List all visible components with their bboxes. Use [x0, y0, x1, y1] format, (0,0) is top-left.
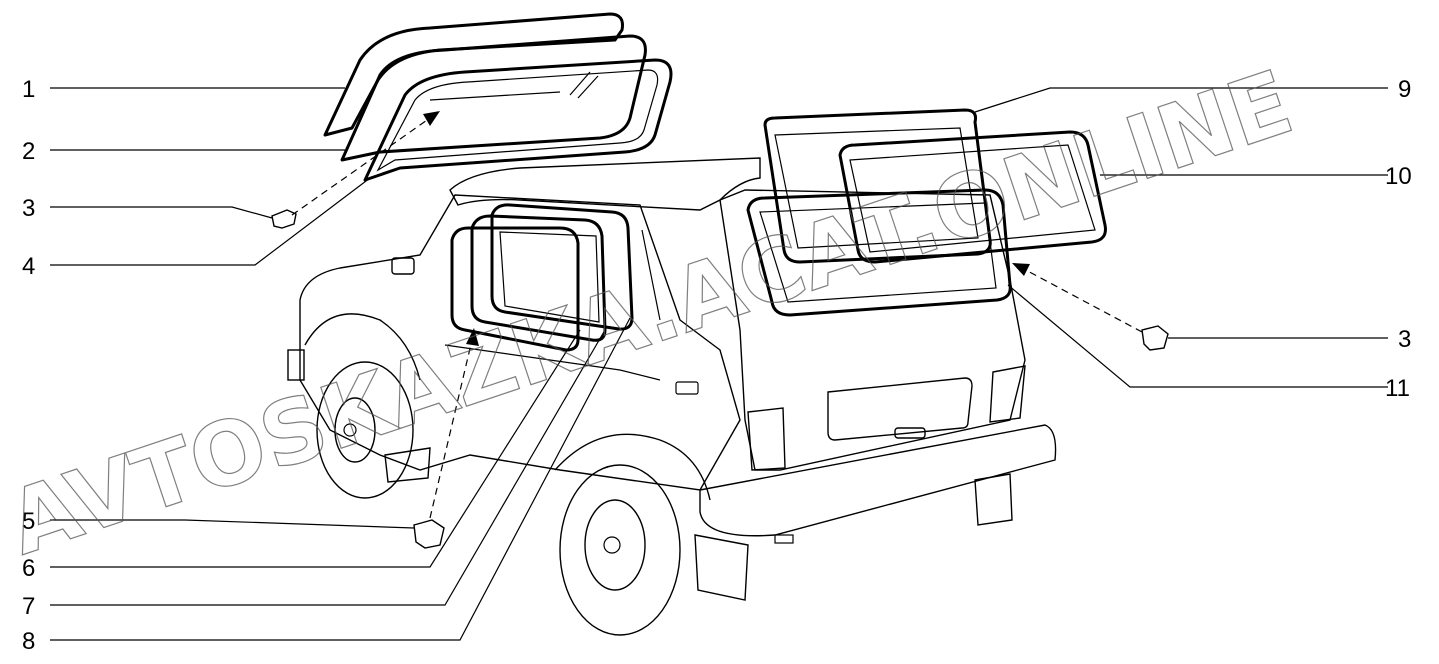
clip-3-left	[271, 209, 297, 229]
tail-light-right	[989, 365, 1026, 423]
rear-window-seal-10	[838, 130, 1107, 264]
license-plate	[827, 377, 973, 441]
rear-window-seal-10-inner	[849, 144, 1096, 253]
glass-2	[340, 34, 647, 162]
glass-highlight-2	[569, 71, 591, 96]
rear-window-seal-11-inner	[759, 202, 997, 303]
rear-window-exploded-group	[323, 12, 673, 182]
arrow-clip3-left	[291, 117, 431, 216]
arrow-clip3-right	[1021, 267, 1143, 333]
arrowhead-clip3-right	[1012, 263, 1030, 276]
tow-hook	[774, 534, 794, 544]
glass-highlight-3	[577, 75, 599, 99]
leader-4	[50, 177, 371, 266]
rear-wheel	[559, 464, 681, 636]
callout-3-left: 3	[22, 195, 35, 222]
arrow-clip5	[429, 339, 473, 519]
leader-7	[50, 329, 606, 606]
arrowhead-clip5	[466, 328, 479, 346]
side-body-outline	[299, 194, 741, 491]
side-window-seal-8	[490, 203, 634, 331]
callout-8: 8	[22, 628, 35, 655]
glass-highlight-1	[429, 91, 561, 101]
callout-labels: 1 2 3 4 5 6 7 8 9 10 3 11	[22, 76, 1412, 655]
leader-8	[50, 317, 631, 641]
rear-wheel-arch	[554, 433, 711, 501]
front-bumper	[287, 349, 305, 381]
rear-wheel-hub	[584, 499, 646, 591]
clip-3-right	[1141, 325, 1169, 351]
front-wheel	[316, 361, 414, 499]
callout-6: 6	[22, 555, 35, 582]
front-mudflap	[384, 447, 431, 483]
callout-4: 4	[22, 253, 35, 280]
watermark: AVTOSKAZKA.ACAT.ONLINE	[0, 50, 1304, 574]
inner-seal-4-inner	[376, 69, 659, 172]
side-window-glass	[499, 231, 600, 323]
side-mirror	[391, 257, 415, 275]
callout-9: 9	[1398, 76, 1411, 103]
rear-window-seal-11	[746, 188, 1012, 317]
callout-11: 11	[1385, 375, 1410, 402]
assembly-arrows	[291, 111, 1143, 519]
door-handle	[675, 381, 699, 395]
arrowhead-clip3-left	[423, 111, 440, 126]
callout-7: 7	[22, 593, 35, 620]
leader-9	[974, 87, 1388, 113]
clip-5	[413, 519, 445, 549]
roof-outline	[449, 157, 761, 211]
callout-3-right: 3	[1398, 326, 1411, 353]
right-rear-mudflap	[974, 473, 1013, 526]
front-wheel-center	[343, 423, 357, 437]
leader-5	[50, 519, 415, 529]
outer-seal-1	[323, 12, 624, 137]
rear-wheel-center	[603, 536, 621, 554]
leader-11	[1007, 284, 1388, 388]
callout-5: 5	[22, 508, 35, 535]
rear-mudflap	[694, 534, 749, 601]
inner-seal-4	[363, 58, 673, 182]
tail-light-left	[747, 407, 786, 471]
callout-10: 10	[1385, 163, 1412, 190]
callout-2: 2	[22, 138, 35, 165]
leader-3-left	[50, 206, 273, 219]
leader-6	[50, 329, 581, 568]
car-body	[287, 108, 1107, 636]
rear-bumper	[699, 424, 1057, 537]
clips	[271, 209, 1169, 549]
leader-lines	[50, 87, 1388, 641]
side-window-seal-6	[450, 226, 580, 352]
pillar-detail	[641, 229, 661, 321]
front-wheel-arch	[304, 313, 421, 381]
tailgate-handle	[894, 427, 926, 439]
door-line	[444, 344, 661, 381]
callout-1: 1	[22, 76, 35, 103]
front-wheel-hub	[334, 397, 376, 463]
